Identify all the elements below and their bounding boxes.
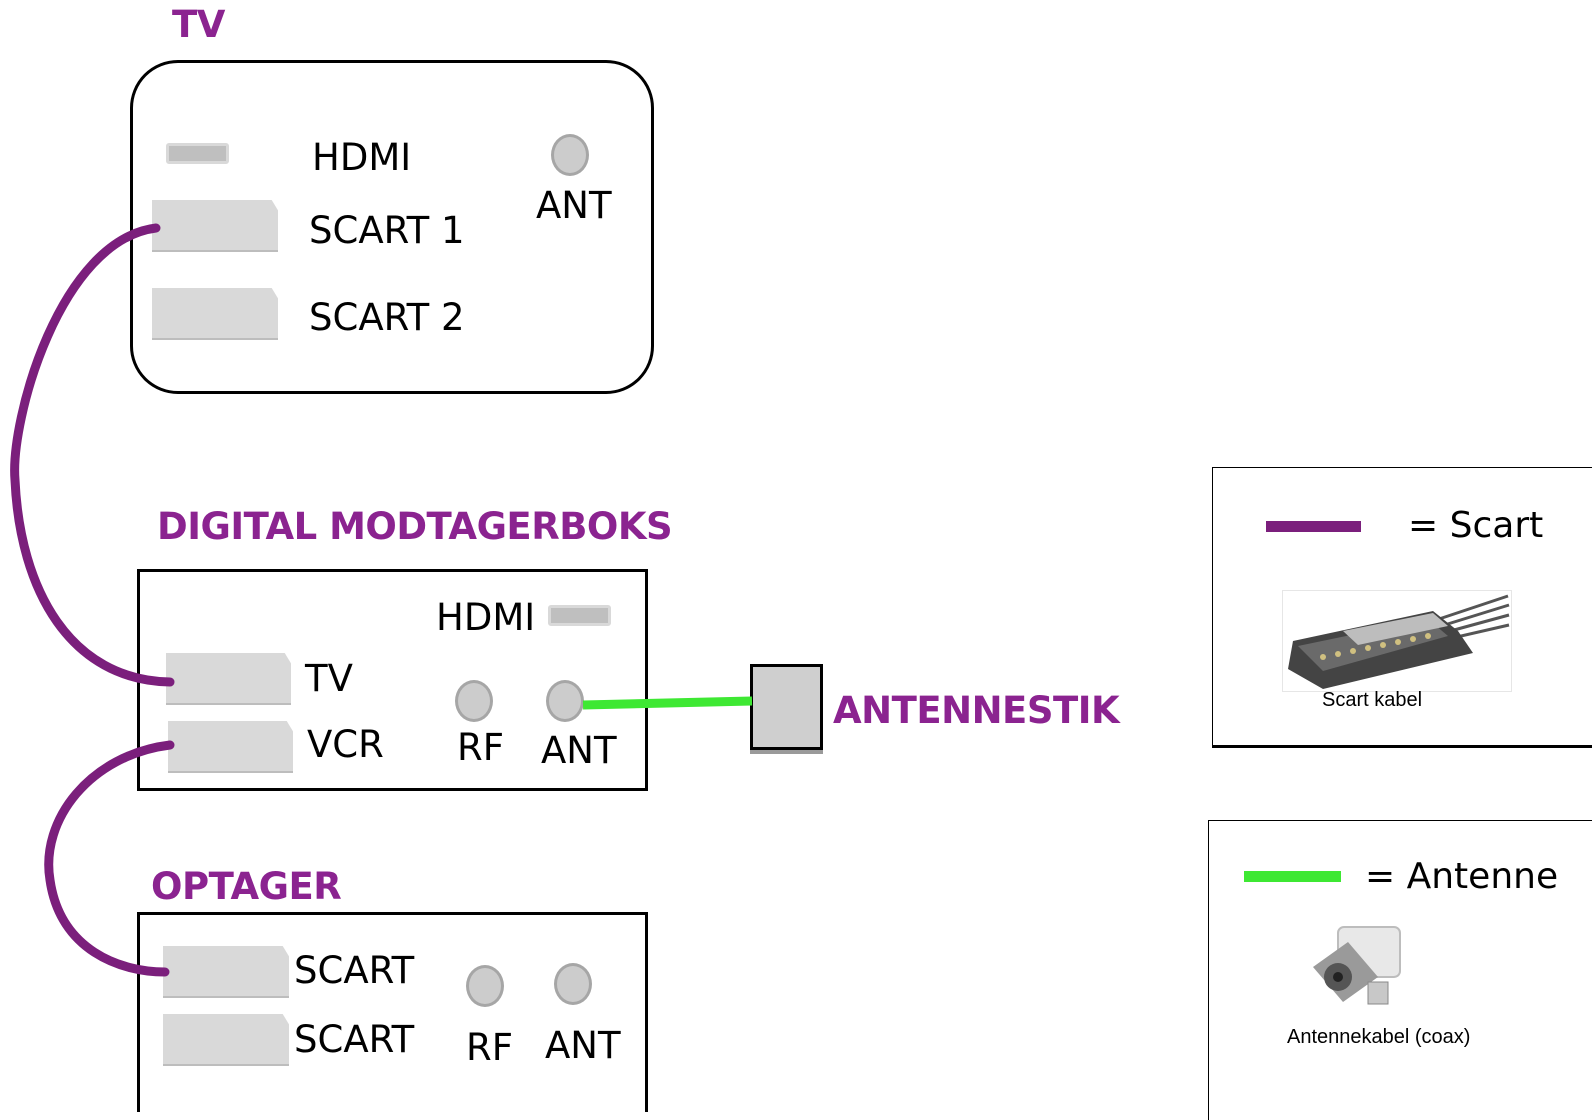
receiver-tv-label: TV [305, 657, 353, 700]
antenna-socket [750, 664, 823, 750]
receiver-heading: DIGITAL MODTAGERBOKS [157, 505, 673, 548]
tv-scart2-port [152, 288, 278, 340]
receiver-rf-port [455, 680, 493, 722]
recorder-scart2-port [163, 1014, 289, 1066]
recorder-rf-label: RF [466, 1026, 513, 1069]
legend-scart-caption: Scart kabel [1322, 689, 1423, 711]
receiver-vcr-port [168, 721, 293, 773]
receiver-ant-label: ANT [541, 729, 617, 772]
scart-connector-icon [1288, 594, 1510, 689]
tv-box [130, 60, 654, 394]
tv-heading: TV [172, 3, 225, 46]
scart-cable-tv-to-receiver [10, 223, 175, 687]
legend-scart-text: = Scart [1408, 505, 1544, 546]
tv-ant-label: ANT [536, 184, 612, 227]
receiver-ant-port [546, 680, 584, 722]
legend-scart-swatch [1266, 521, 1361, 532]
recorder-ant-port [554, 963, 592, 1005]
tv-scart2-label: SCART 2 [309, 296, 465, 339]
recorder-box [137, 912, 648, 1112]
antenna-cable [582, 696, 753, 710]
recorder-ant-label: ANT [545, 1024, 621, 1067]
tv-scart1-port [152, 200, 278, 252]
recorder-heading: OPTAGER [151, 865, 342, 908]
recorder-scart1-label: SCART [294, 949, 415, 992]
cables-layer [10, 223, 753, 977]
legend-antenna-caption: Antennekabel (coax) [1287, 1026, 1471, 1048]
recorder-scart2-label: SCART [294, 1018, 415, 1061]
receiver-hdmi-port [548, 605, 611, 626]
tv-ant-port [551, 134, 589, 176]
antenna-socket-label: ANTENNESTIK [833, 689, 1120, 732]
recorder-rf-port [466, 965, 504, 1007]
receiver-hdmi-label: HDMI [436, 596, 536, 639]
legend-antenna-text: = Antenne [1365, 856, 1559, 897]
receiver-rf-label: RF [457, 726, 504, 769]
tv-hdmi-label: HDMI [312, 136, 412, 179]
tv-scart1-label: SCART 1 [309, 209, 465, 252]
receiver-tv-port [166, 653, 291, 705]
antenna-cable-photo [1308, 922, 1408, 1012]
coax-connector-icon [1313, 926, 1401, 1005]
scart-cable-photo [1282, 590, 1512, 692]
legend-antenna-swatch [1244, 871, 1341, 882]
scart-cable-receiver-to-recorder [44, 740, 175, 977]
receiver-vcr-label: VCR [307, 723, 384, 766]
recorder-scart1-port [163, 946, 289, 998]
tv-hdmi-port [166, 143, 229, 164]
